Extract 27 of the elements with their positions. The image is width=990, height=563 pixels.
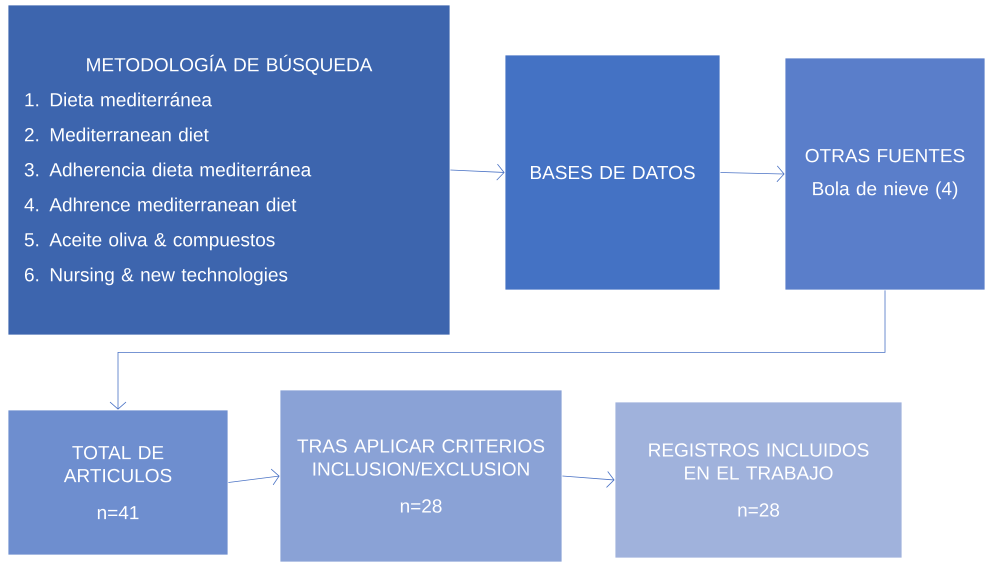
box-text: TOTAL DE ARTICULOS [64, 446, 172, 482]
arrow [228, 468, 280, 486]
list-item: 2. Mediterranean diet [24, 128, 209, 142]
box-text: TRAS APLICAR CRITERIOS INCLUSION/EXCLUSION [297, 439, 544, 476]
box-text: REGISTROS INCLUIDOS EN EL TRABAJO [649, 443, 868, 480]
box-text: Bola de nieve (4) [813, 181, 958, 200]
process-box [8, 410, 228, 556]
process-box [8, 4, 450, 336]
process-box [784, 58, 986, 290]
list-item: 3. Adherencia dieta mediterránea [24, 162, 312, 176]
process-box [280, 390, 562, 562]
list-item: 5. Aceite oliva & compuestos [24, 232, 275, 250]
list-item: 4. Adhrence mediterranean diet [24, 198, 296, 212]
box-heading: METODOLOGÍA DE BÚSQUEDA [87, 54, 372, 75]
list-item: 6. Nursing & new technologies [24, 268, 288, 286]
arrow [720, 165, 785, 182]
box-text: n=28 [738, 503, 780, 517]
process-box [504, 54, 720, 290]
arrow [450, 164, 505, 181]
box-text: OTRAS FUENTES [806, 148, 964, 162]
process-box [614, 402, 902, 558]
list-item: 1. Dieta mediterránea [25, 92, 212, 106]
box-text: n=41 [98, 506, 138, 520]
arrow [562, 471, 615, 488]
box-text: BASES DE DATOS [531, 166, 695, 180]
arrow [110, 290, 886, 410]
box-text: n=28 [400, 499, 442, 513]
